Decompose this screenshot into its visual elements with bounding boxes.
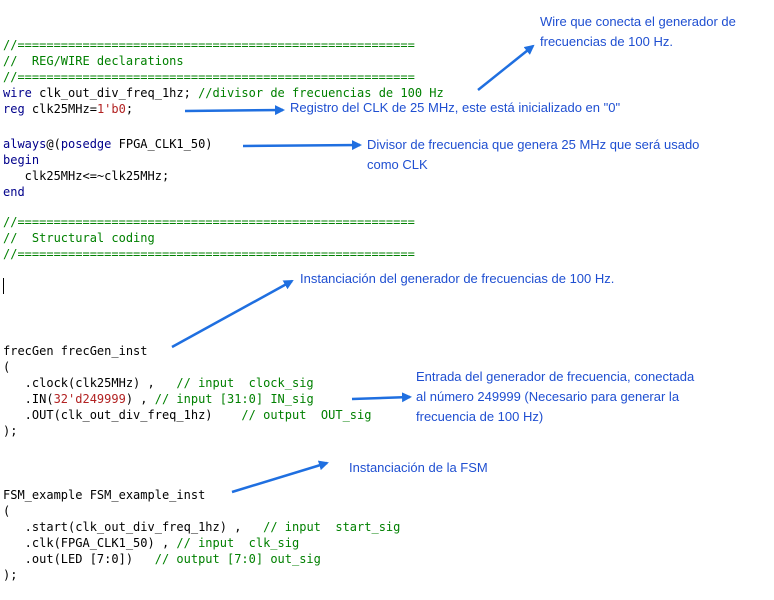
annotation-entrada: Entrada del generador de frecuencia, con… (416, 367, 694, 427)
code-text: clk25MHz= (24, 102, 97, 116)
annotation-line: frecuencias de 100 Hz. (540, 34, 673, 49)
inline-comment: // input [31:0] IN_sig (154, 392, 314, 406)
code-text: clk_out_div_freq_1hz; (31, 86, 199, 100)
code-text: ; (125, 102, 134, 116)
number-literal: 32'd249999 (53, 392, 126, 406)
inline-comment: // output [7:0] out_sig (154, 552, 321, 566)
port-clock: .clock(clk25MHz) , // input clock_sig (3, 375, 314, 391)
keyword: reg (3, 102, 25, 116)
port-out-led: .out(LED [7:0]) // output [7:0] out_sig (3, 551, 321, 567)
keyword: wire (3, 86, 32, 100)
text-cursor (3, 278, 4, 294)
begin-keyword: begin (3, 153, 40, 167)
close-paren: ); (3, 568, 18, 582)
arrow-entrada (351, 392, 412, 403)
annotation-line: frecuencia de 100 Hz) (416, 409, 544, 424)
inline-comment: // input clk_sig (176, 536, 300, 550)
section-comment-regwire: // REG/WIRE declarations (3, 54, 184, 68)
wire-declaration: wire clk_out_div_freq_1hz; //divisor de … (3, 85, 444, 101)
arrow-wire (477, 44, 535, 91)
code-text: @( (46, 137, 61, 151)
keyword: posedge (60, 137, 112, 151)
annotation-wire: Wire que conecta el generador de frecuen… (540, 12, 736, 52)
annotation-line: como CLK (367, 157, 428, 172)
port-start: .start(clk_out_div_freq_1hz) , // input … (3, 519, 401, 535)
end-keyword: end (3, 185, 25, 199)
inline-comment: //divisor de frecuencias de 100 Hz (198, 86, 444, 100)
annotation-reg: Registro del CLK de 25 MHz, este está in… (290, 100, 621, 115)
annotation-line: Entrada del generador de frecuencia, con… (416, 369, 695, 384)
always-block-header: always@(posedge FPGA_CLK1_50) (3, 136, 213, 152)
code-text: .IN( (3, 392, 54, 406)
port-clk: .clk(FPGA_CLK1_50) , // input clk_sig (3, 535, 300, 551)
open-paren: ( (3, 360, 11, 374)
arrow-instancia-gen (171, 279, 294, 349)
arrow-divisor (242, 140, 362, 151)
annotation-instancia-gen: Instanciación del generador de frecuenci… (300, 271, 615, 286)
inline-comment: // input start_sig (263, 520, 401, 534)
code-text: .clock(clk25MHz) , (3, 376, 177, 390)
code-text: .out(LED [7:0]) (3, 552, 155, 566)
code-text: FPGA_CLK1_50) (111, 137, 213, 151)
inline-comment: // output OUT_sig (241, 408, 372, 422)
section-comment-structural: // Structural coding (3, 231, 155, 245)
port-out: .OUT(clk_out_div_freq_1hz) // output OUT… (3, 407, 372, 423)
inline-comment: // input clock_sig (176, 376, 314, 390)
separator-comment: //======================================… (3, 70, 415, 84)
separator-comment: //======================================… (3, 247, 415, 261)
separator-comment: //======================================… (3, 215, 415, 229)
reg-declaration: reg clk25MHz=1'b0; (3, 101, 133, 117)
code-text: .clk(FPGA_CLK1_50) , (3, 536, 177, 550)
frecgen-instance-header: frecGen frecGen_inst (3, 344, 148, 358)
fsm-instance-header: FSM_example FSM_example_inst (3, 488, 206, 502)
code-text: .OUT(clk_out_div_freq_1hz) (3, 408, 242, 422)
port-in: .IN(32'd249999) , // input [31:0] IN_sig (3, 391, 314, 407)
always-body: clk25MHz<=~clk25MHz; (3, 169, 170, 183)
annotation-divisor: Divisor de frecuencia que genera 25 MHz … (367, 135, 699, 175)
annotation-line: Wire que conecta el generador de (540, 14, 736, 29)
annotation-instancia-fsm: Instanciación de la FSM (349, 460, 488, 475)
close-paren: ); (3, 424, 18, 438)
number-literal: 1'b0 (96, 102, 126, 116)
arrow-instancia-fsm (231, 460, 329, 494)
keyword: always (3, 137, 47, 151)
code-text: ) , (125, 392, 155, 406)
open-paren: ( (3, 504, 11, 518)
separator-comment: //======================================… (3, 38, 415, 52)
annotation-line: Divisor de frecuencia que genera 25 MHz … (367, 137, 700, 152)
annotation-line: al número 249999 (Necesario para generar… (416, 389, 680, 404)
code-text: .start(clk_out_div_freq_1hz) , (3, 520, 264, 534)
arrow-reg (184, 105, 285, 116)
